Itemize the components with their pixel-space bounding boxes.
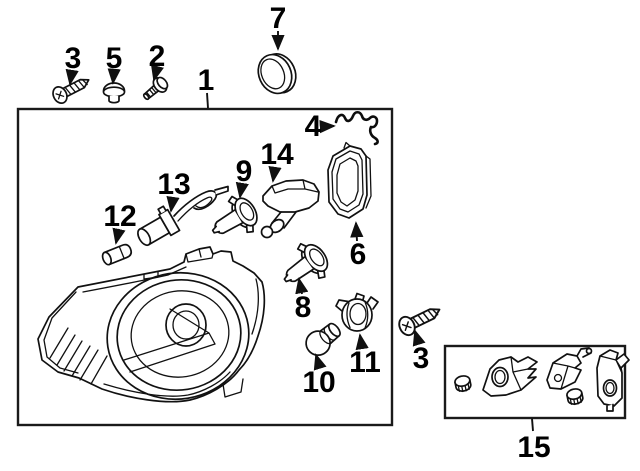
callout-label-13[interactable]: 13 bbox=[157, 168, 190, 201]
socket-pigtail-icon bbox=[137, 185, 229, 247]
bracket-icon bbox=[546, 347, 593, 390]
callout-label-14[interactable]: 14 bbox=[260, 138, 294, 171]
callout-label-2[interactable]: 2 bbox=[149, 40, 166, 73]
leveling-motor-icon bbox=[260, 179, 320, 239]
headlamp-assembly-icon bbox=[37, 246, 266, 403]
callout-label-4[interactable]: 4 bbox=[305, 110, 322, 143]
bracket-icon bbox=[482, 356, 538, 397]
callout-label-6[interactable]: 6 bbox=[350, 238, 367, 271]
callout-arrows bbox=[65, 31, 534, 432]
projector-lens-icon bbox=[165, 303, 207, 347]
bracket-icon bbox=[596, 349, 630, 412]
bracket-kit-icon bbox=[453, 347, 630, 412]
callout-label-1[interactable]: 1 bbox=[198, 64, 215, 97]
callout-label-5[interactable]: 5 bbox=[106, 42, 123, 75]
wire-harness-icon bbox=[334, 110, 379, 146]
callout-label-10[interactable]: 10 bbox=[302, 366, 335, 399]
callout-label-15[interactable]: 15 bbox=[517, 431, 550, 464]
push-clip-icon bbox=[102, 82, 126, 104]
bulb-socket-icon bbox=[335, 292, 379, 332]
back-cover-seal-icon bbox=[327, 141, 372, 219]
screw-icon bbox=[395, 300, 445, 339]
callout-label-3-right[interactable]: 3 bbox=[413, 342, 430, 375]
bracket-kit-box bbox=[443, 344, 627, 420]
callout-label-11[interactable]: 11 bbox=[349, 346, 381, 379]
callout-labels: 3 5 2 1 7 4 14 9 13 12 6 8 10 11 3 15 bbox=[65, 2, 551, 464]
callout-label-7[interactable]: 7 bbox=[270, 2, 287, 35]
callout-label-12[interactable]: 12 bbox=[103, 200, 136, 233]
callout-label-3-top[interactable]: 3 bbox=[65, 42, 82, 75]
callout-label-8[interactable]: 8 bbox=[295, 291, 312, 324]
signal-bulb-icon bbox=[305, 322, 341, 356]
callout-label-9[interactable]: 9 bbox=[236, 155, 253, 188]
seal-ring-icon bbox=[257, 53, 297, 95]
